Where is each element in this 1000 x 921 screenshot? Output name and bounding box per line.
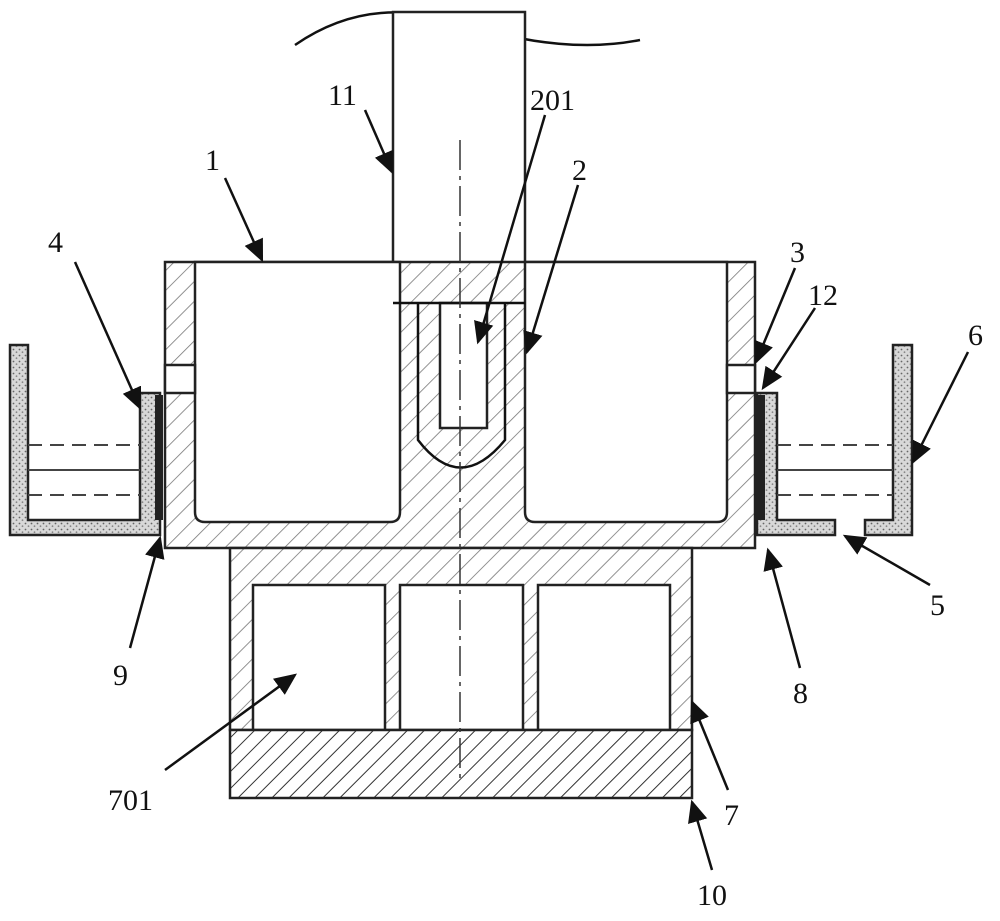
leader-2: [523, 184, 580, 355]
label-9: 9: [113, 659, 128, 692]
left-trough: [8, 343, 163, 537]
lower-box: [228, 546, 694, 732]
right-trough: [755, 343, 914, 537]
shaft: [294, 10, 641, 305]
label-2: 2: [572, 154, 587, 187]
label-7: 7: [724, 799, 739, 832]
leader-201: [474, 114, 547, 345]
leader-701: [164, 673, 298, 772]
base-plate: [228, 728, 694, 800]
leader-10: [688, 799, 714, 871]
label-6: 6: [968, 319, 983, 352]
label-1: 1: [205, 144, 220, 177]
leader-lines: [73, 109, 970, 871]
leader-1: [223, 177, 264, 263]
leader-12: [761, 307, 817, 391]
label-10: 10: [697, 879, 727, 912]
leader-8: [763, 547, 802, 669]
label-5: 5: [930, 589, 945, 622]
leader-7: [690, 699, 730, 791]
leader-5: [842, 534, 931, 587]
leader-4: [73, 261, 142, 411]
leader-11: [363, 109, 394, 175]
reference-labels: 11 201 2 1 4 3 12 6 5 9 8 701 7 10: [48, 79, 983, 912]
label-4: 4: [48, 226, 63, 259]
leader-3: [754, 267, 797, 365]
label-201: 201: [530, 84, 575, 117]
leader-9: [128, 535, 165, 649]
label-3: 3: [790, 236, 805, 269]
leader-6: [911, 351, 970, 465]
label-11: 11: [328, 79, 357, 112]
label-8: 8: [793, 677, 808, 710]
opening-left: [163, 363, 197, 395]
label-12: 12: [808, 279, 838, 312]
opening-right: [725, 363, 757, 395]
label-701: 701: [108, 784, 153, 817]
